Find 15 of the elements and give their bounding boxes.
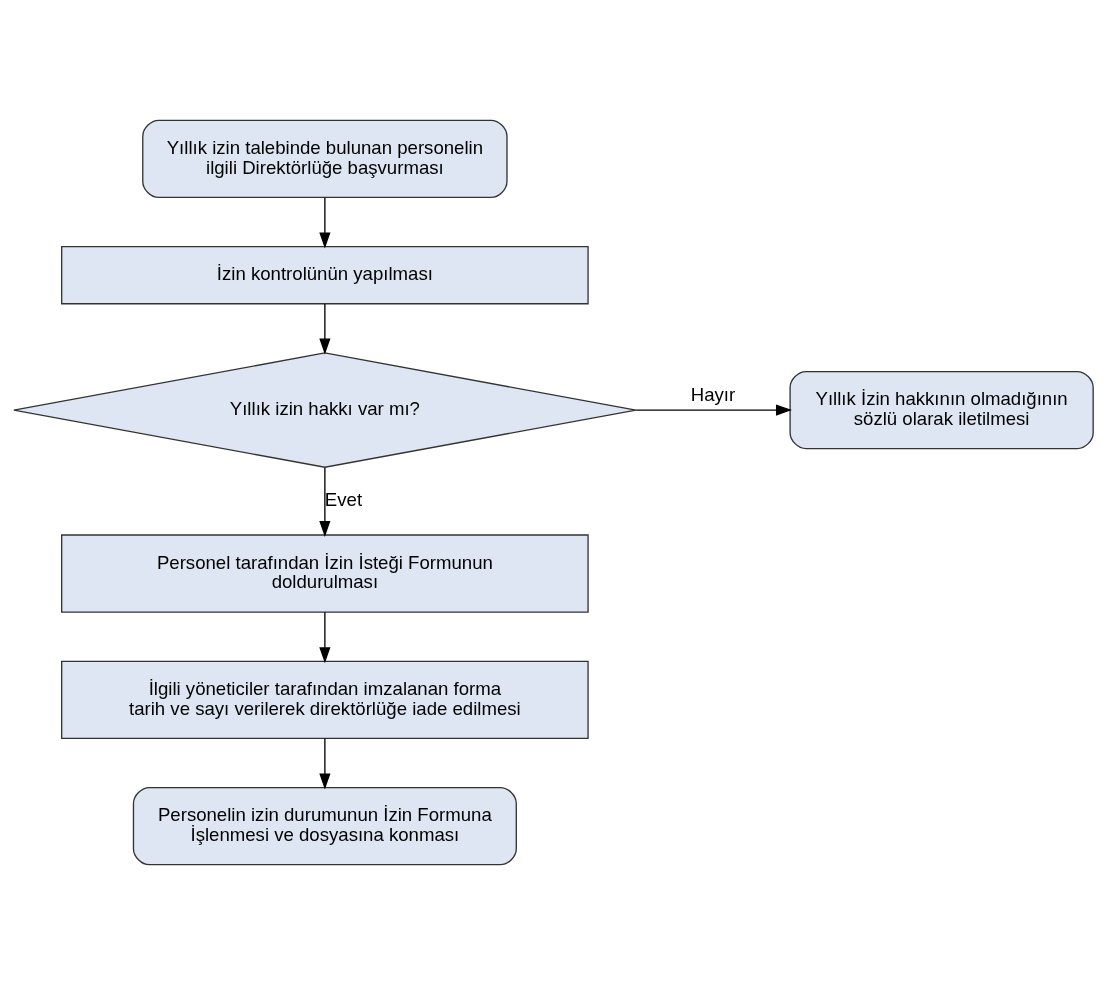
arrow bbox=[319, 466, 331, 537]
arrow bbox=[319, 611, 331, 663]
node-box: İlgili yöneticiler tarafından imzalanan forma tarih ve sayı verilerek direktörlüğe iade edilmesi bbox=[61, 660, 589, 739]
edge-label: Hayır bbox=[690, 383, 736, 405]
node-box: Personel tarafından İzin İsteği Formunun doldurulması bbox=[61, 533, 589, 613]
node-diamond: Yıllık izin hakkı var mı? bbox=[13, 351, 637, 468]
arrow bbox=[319, 737, 331, 790]
arrow bbox=[319, 196, 331, 249]
node-box: Yıllık İzin hakkının olmadığının sözlü olarak iletilmesi bbox=[789, 370, 1094, 449]
arrow bbox=[319, 302, 331, 354]
arrow bbox=[635, 404, 792, 416]
edge-label: Evet bbox=[324, 488, 363, 510]
node-box: İzin kontrolünün yapılması bbox=[61, 245, 589, 304]
node-box: Yıllık izin talebinde bulunan personelin ilgili Direktörlüğe başvurması bbox=[142, 119, 508, 198]
node-box: Personelin izin durumunun İzin Formuna İşlenmesi ve dosyasına konması bbox=[132, 786, 517, 865]
